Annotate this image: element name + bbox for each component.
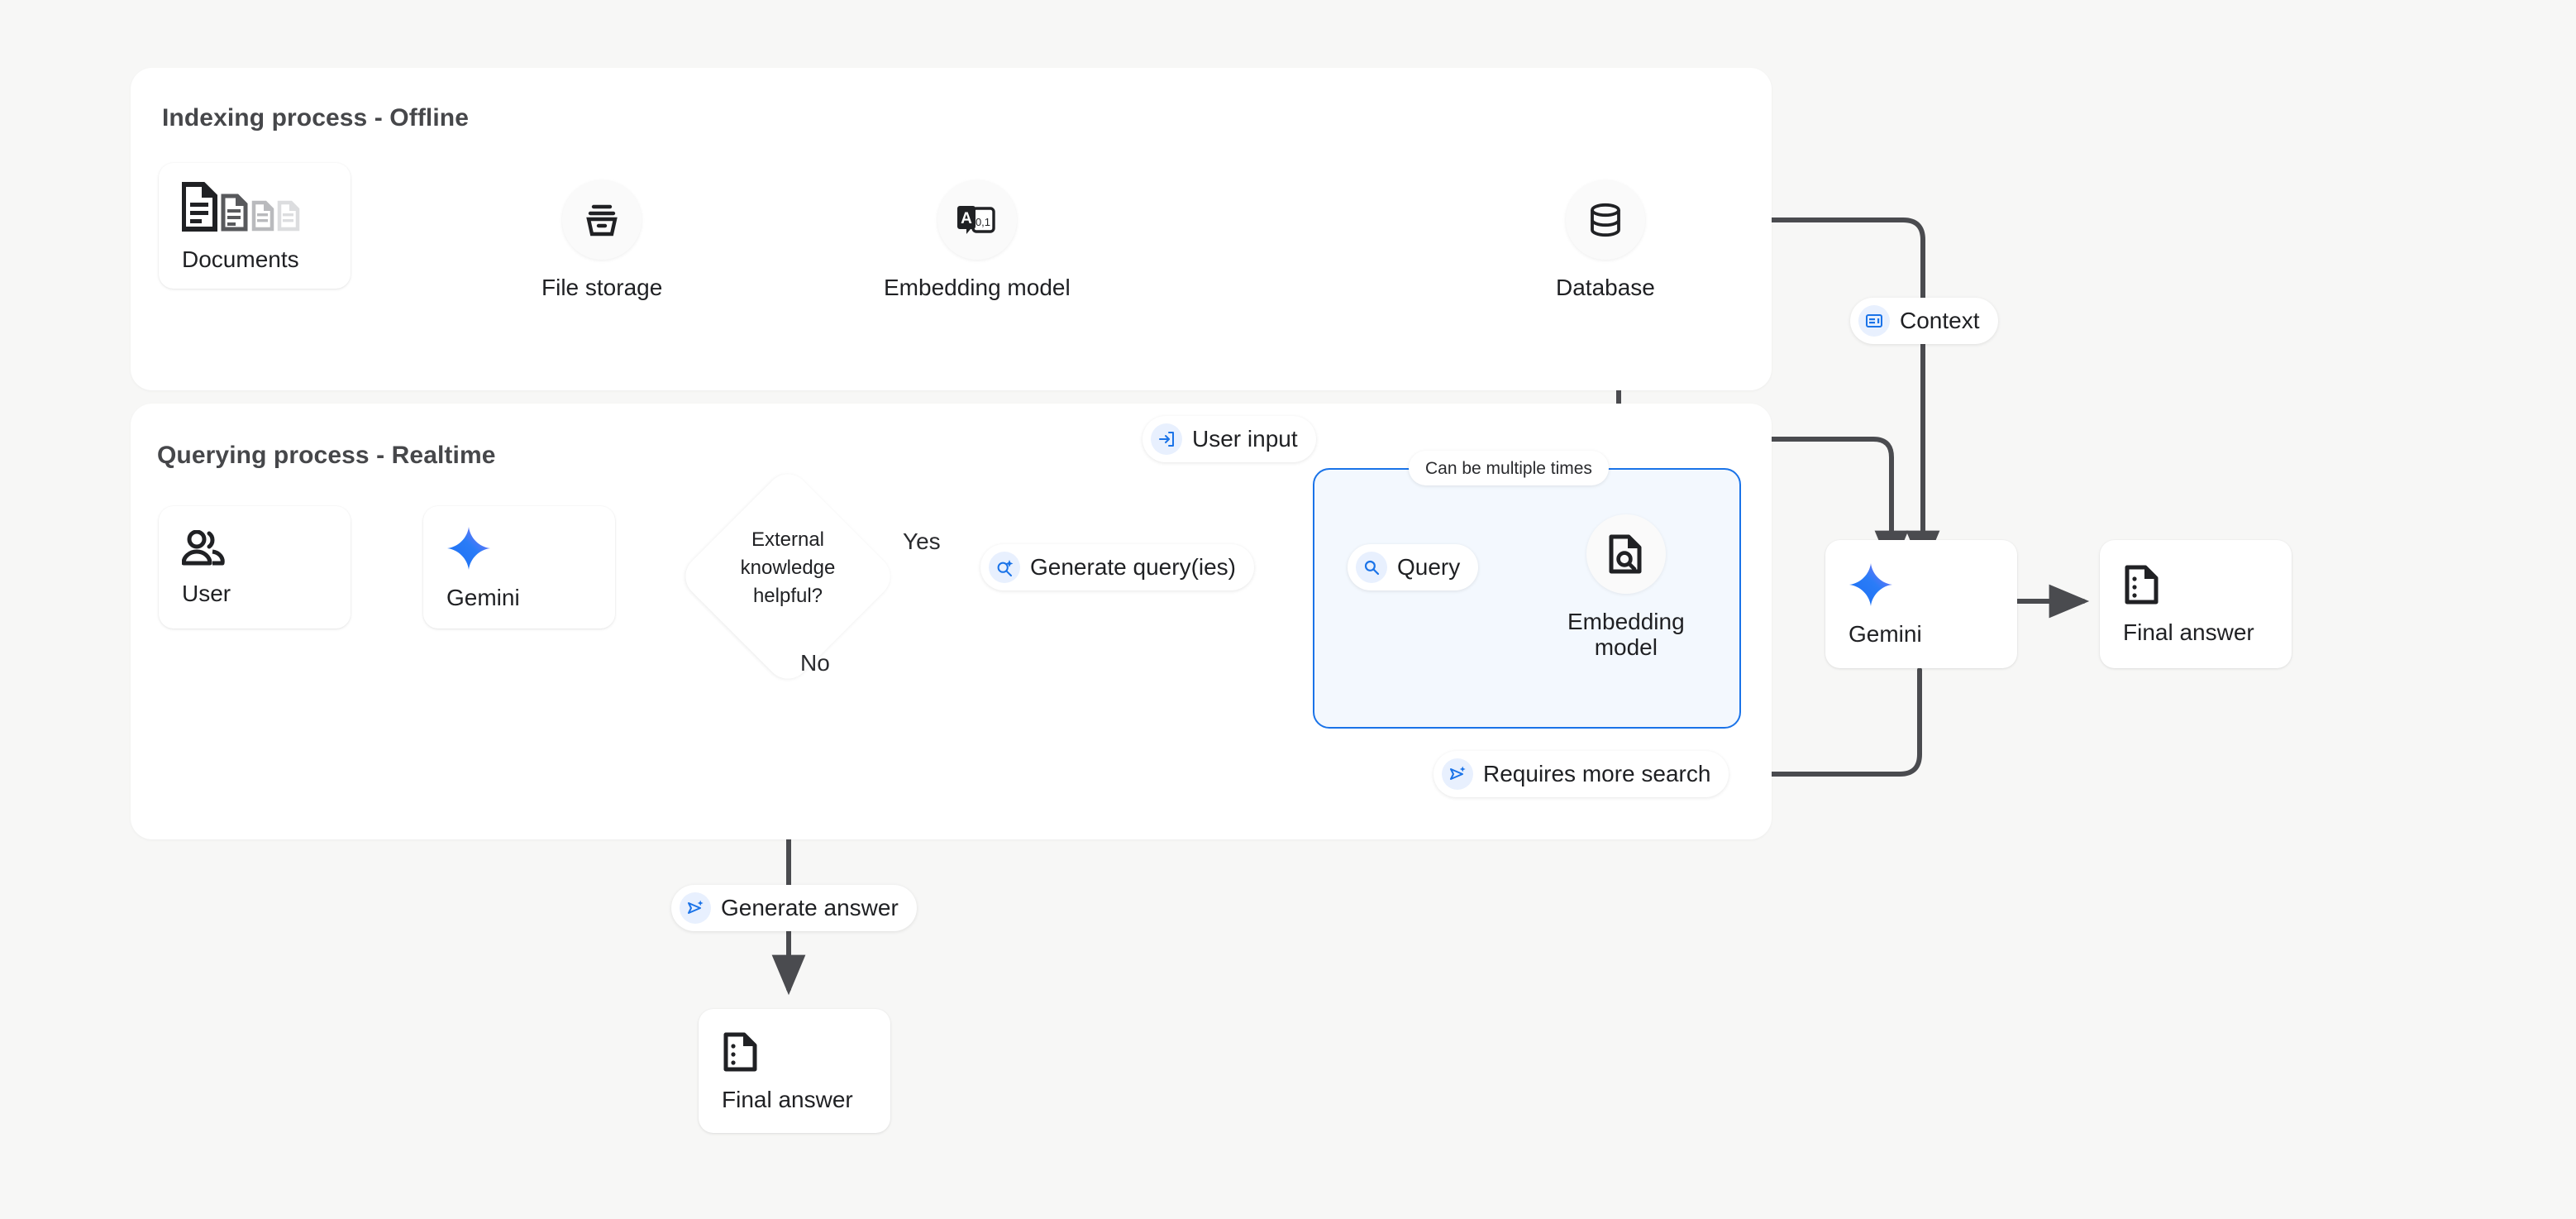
gemini-star-icon: [1849, 562, 1893, 611]
svg-text:0,1: 0,1: [976, 216, 990, 228]
gemini-label-first: Gemini: [446, 584, 520, 610]
documents-label: Documents: [182, 246, 299, 272]
loop-embedding-line-1: Embedding: [1567, 609, 1685, 634]
user-label: User: [182, 580, 231, 606]
context-chip[interactable]: Context: [1850, 298, 1998, 344]
user-input-label: User input: [1192, 426, 1298, 452]
file-storage-icon: [562, 180, 642, 260]
loop-note-chip: Can be multiple times: [1409, 451, 1609, 485]
user-input-chip[interactable]: User input: [1143, 416, 1316, 462]
loop-embedding-model-label: Embedding model: [1567, 609, 1685, 661]
gemini-star-icon: [446, 526, 491, 575]
decision-line-1: External: [751, 528, 825, 551]
search-icon: [1356, 552, 1387, 583]
context-icon: [1858, 305, 1890, 337]
query-chip[interactable]: Query: [1348, 544, 1479, 590]
user-card[interactable]: User: [159, 506, 351, 629]
decision-label: External knowledge helpful?: [701, 526, 875, 610]
loop-embedding-model-node[interactable]: Embedding model: [1567, 514, 1685, 661]
gemini-card-second[interactable]: Gemini: [1825, 540, 2017, 668]
documents-card[interactable]: Documents: [159, 163, 351, 289]
final-answer-label-bottom: Final answer: [722, 1086, 853, 1112]
final-answer-label-right: Final answer: [2123, 619, 2254, 645]
yes-label: Yes: [903, 528, 941, 554]
querying-panel-title: Querying process - Realtime: [157, 442, 496, 469]
database-icon: [1565, 180, 1645, 260]
requires-more-search-chip[interactable]: Requires more search: [1433, 751, 1729, 797]
indexing-panel-title: Indexing process - Offline: [162, 104, 469, 131]
decision-line-2: knowledge: [740, 557, 836, 580]
query-label: Query: [1397, 554, 1461, 580]
database-node[interactable]: Database: [1556, 180, 1655, 300]
requires-more-search-label: Requires more search: [1483, 761, 1711, 786]
final-answer-card-bottom[interactable]: Final answer: [699, 1009, 890, 1133]
loop-note-label: Can be multiple times: [1425, 458, 1592, 478]
search-sparkle-icon: [989, 552, 1020, 583]
generate-answer-label: Generate answer: [721, 895, 899, 920]
gemini-card-first[interactable]: Gemini: [423, 506, 615, 629]
user-icon: [181, 529, 225, 571]
document-search-icon: [1586, 514, 1666, 594]
generate-queries-label: Generate query(ies): [1030, 554, 1237, 580]
file-storage-label: File storage: [541, 275, 663, 300]
send-sparkle-icon: [680, 892, 711, 924]
retrieval-loop-box: [1313, 468, 1741, 729]
embedding-model-node[interactable]: 0,1 A Embedding model: [884, 180, 1071, 300]
documents-icon: [181, 181, 306, 237]
context-label: Context: [1900, 308, 1980, 333]
database-label: Database: [1556, 275, 1655, 300]
svg-text:A: A: [961, 210, 972, 227]
generate-queries-chip[interactable]: Generate query(ies): [980, 544, 1255, 590]
generate-answer-chip[interactable]: Generate answer: [671, 885, 917, 931]
embedding-model-icon: 0,1 A: [937, 180, 1017, 260]
input-icon: [1151, 423, 1182, 455]
final-answer-icon: [722, 1031, 760, 1077]
embedding-model-label: Embedding model: [884, 275, 1071, 300]
loop-embedding-line-2: model: [1594, 634, 1658, 661]
final-answer-icon: [2123, 564, 2161, 610]
no-label: No: [800, 650, 830, 676]
gemini-label-second: Gemini: [1849, 621, 1922, 647]
decision-line-3: helpful?: [752, 585, 823, 608]
file-storage-node[interactable]: File storage: [541, 180, 662, 300]
send-sparkle-icon: [1442, 758, 1473, 790]
final-answer-card-right[interactable]: Final answer: [2100, 540, 2292, 668]
